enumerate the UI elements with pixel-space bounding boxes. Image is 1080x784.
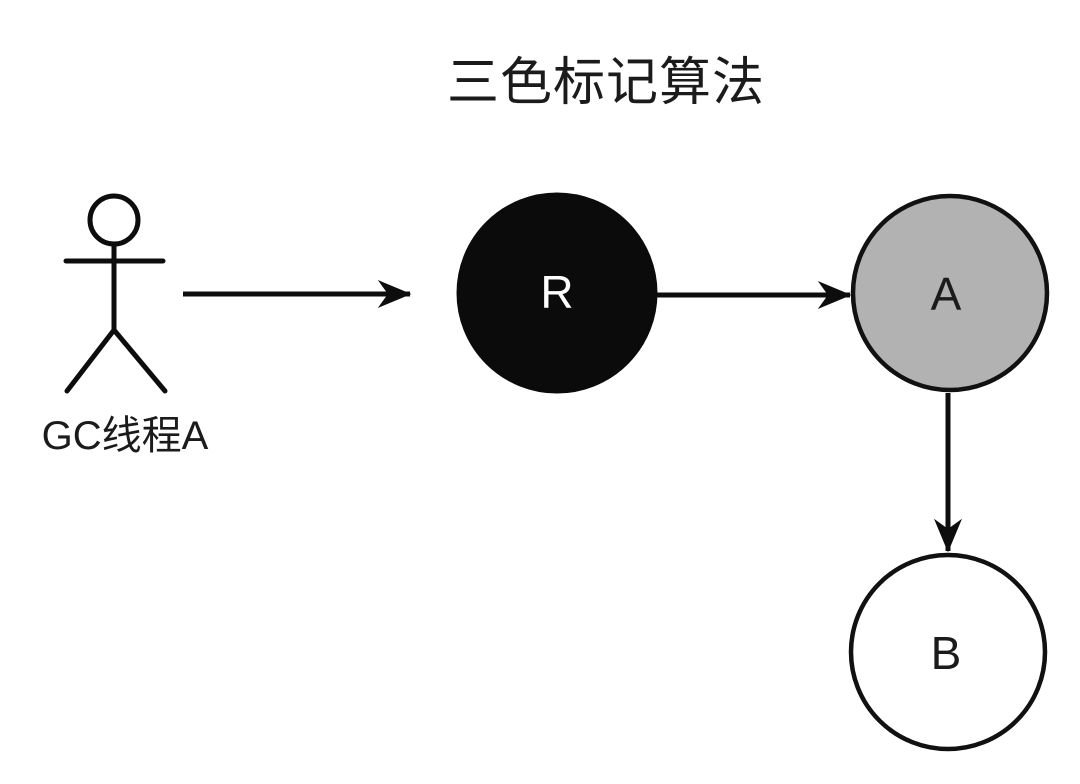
node-r-circle [456,192,658,394]
node-a: A [850,193,1050,393]
node-b-circle [848,552,1048,752]
node-a-label: A [931,268,962,320]
stick-figure-icon [63,193,168,394]
diagram-title: 三色标记算法 [447,54,765,112]
stick-figure-head [87,193,141,247]
node-r-label: R [540,266,573,318]
node-b: B [848,552,1048,752]
actor-label: GC线程A [42,414,209,458]
node-b-label: B [931,627,962,679]
stick-figure-right-leg [111,327,168,394]
stick-figure-left-leg [64,327,117,394]
node-r: R [456,192,658,394]
node-a-circle [850,193,1050,393]
